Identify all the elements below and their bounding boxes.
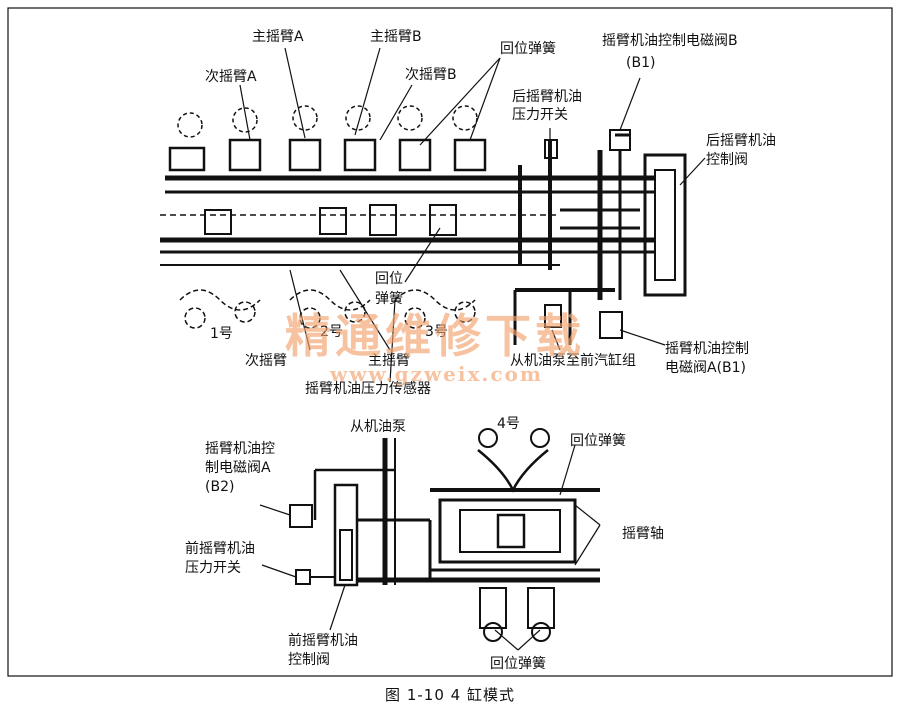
label-solenoid-b: 摇臂机油控制电磁阀B	[602, 33, 738, 49]
figure-caption: 图 1-10 4 缸模式	[385, 686, 515, 704]
label-solenoid-a-b2-3: (B2)	[205, 479, 235, 495]
label-rear-pressure-switch-2: 压力开关	[512, 107, 568, 123]
label-front-control-valve-2: 控制阀	[288, 652, 330, 668]
label-cylinder-2: 2号	[320, 324, 343, 340]
label-solenoid-b-code: (B1)	[626, 55, 656, 71]
label-rear-control-valve-1: 后摇臂机油	[706, 133, 776, 149]
label-main-arm: 主摇臂	[368, 353, 410, 369]
label-rocker-shaft: 摇臂轴	[622, 526, 664, 542]
watermark-main: 精通维修下载	[285, 309, 585, 363]
label-rear-control-valve-2: 控制阀	[706, 152, 748, 168]
label-from-pump: 从机油泵	[350, 419, 406, 435]
label-return-spring-bottom: 回位弹簧	[490, 656, 546, 672]
label-sub-arm: 次摇臂	[245, 353, 287, 369]
label-return-spring-top: 回位弹簧	[500, 41, 556, 57]
label-front-pressure-switch-1: 前摇臂机油	[185, 541, 255, 557]
label-cylinder-4: 4号	[497, 416, 520, 432]
label-front-pressure-switch-2: 压力开关	[185, 560, 241, 576]
label-return-spring-right: 回位弹簧	[570, 433, 626, 449]
label-main-arm-a: 主摇臂A	[252, 29, 304, 45]
label-from-pump-front: 从机油泵至前汽缸组	[510, 353, 636, 369]
watermark-url: www.gzweix.com	[330, 362, 544, 386]
label-cylinder-1: 1号	[210, 326, 233, 342]
label-return-spring-mid-1: 回位	[375, 271, 403, 287]
label-rear-pressure-switch-1: 后摇臂机油	[512, 89, 582, 105]
label-cylinder-3: 3号	[425, 324, 448, 340]
label-solenoid-a-b1-2: 电磁阀A(B1)	[665, 360, 747, 376]
label-sub-arm-b: 次摇臂B	[405, 67, 457, 83]
label-solenoid-a-b2-2: 制电磁阀A	[205, 460, 271, 476]
label-sub-arm-a: 次摇臂A	[205, 69, 257, 85]
label-return-spring-mid-2: 弹簧	[375, 291, 403, 307]
label-solenoid-a-b2-1: 摇臂机油控	[205, 441, 275, 457]
label-main-arm-b: 主摇臂B	[370, 29, 422, 45]
label-pressure-sensor: 摇臂机油压力传感器	[305, 381, 431, 397]
label-solenoid-a-b1-1: 摇臂机油控制	[665, 341, 749, 357]
label-front-control-valve-1: 前摇臂机油	[288, 633, 358, 649]
